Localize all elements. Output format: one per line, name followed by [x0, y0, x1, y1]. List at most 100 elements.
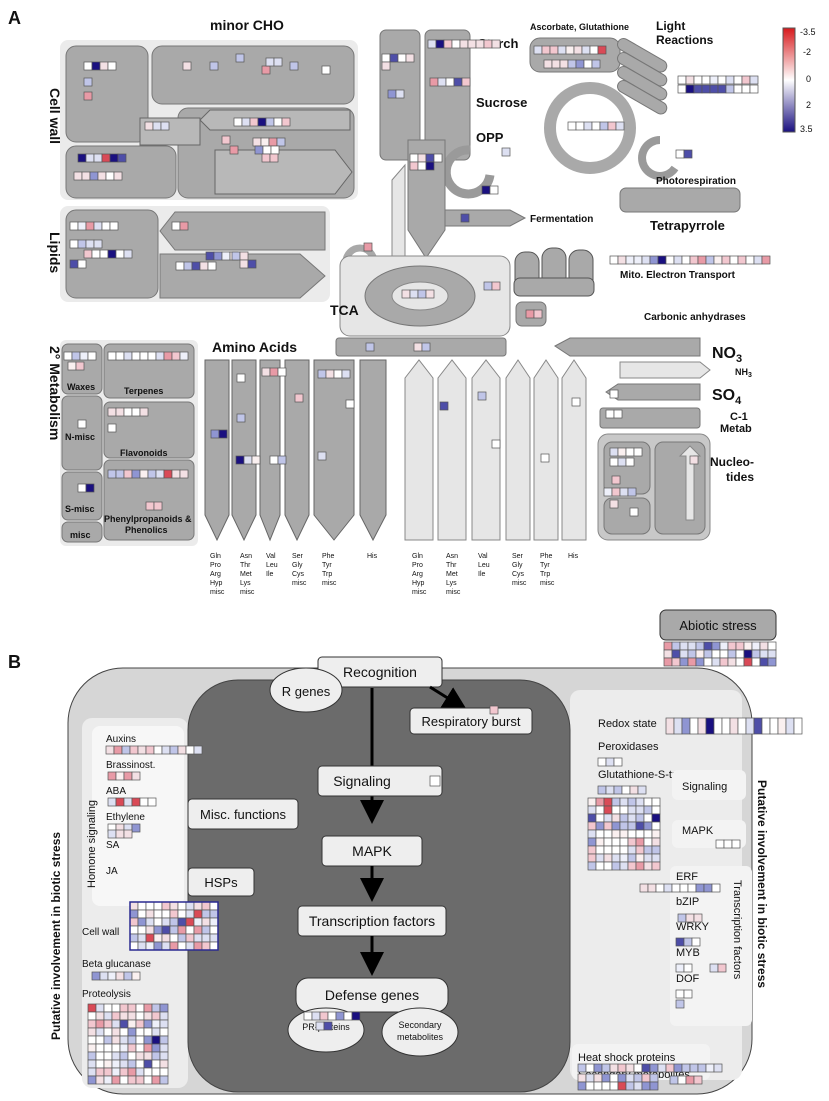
gene-cell [679, 649, 689, 659]
gene-cell [703, 649, 713, 659]
gene-cell [153, 909, 163, 919]
aa-tick-label: Pro [412, 562, 423, 569]
gene-cell [737, 717, 747, 735]
gene-cell [629, 785, 639, 795]
respiratory-burst-label: Respiratory burst [422, 714, 521, 729]
gene-cell [619, 837, 629, 847]
aa-column-dark [284, 359, 310, 542]
gene-cell [587, 829, 597, 839]
gene-cell [151, 1067, 161, 1077]
gene-cell [177, 925, 187, 935]
gene-cell [87, 1027, 97, 1037]
gene-cell [115, 797, 125, 807]
secondary-label-2: metabolites [397, 1032, 444, 1042]
gene-cell [265, 57, 275, 67]
gene-cell [251, 455, 261, 465]
gene-cell [177, 933, 187, 943]
gene-cell [703, 657, 713, 667]
gene-cell [649, 1063, 659, 1073]
gene-cell [101, 221, 111, 231]
gene-cell [87, 1067, 97, 1077]
gene-cell [489, 705, 499, 715]
gene-cell [401, 289, 411, 299]
gene-cell [144, 121, 154, 131]
gene-cell [611, 797, 621, 807]
gene-cell [183, 261, 193, 271]
gene-cell [261, 65, 271, 75]
gene-cell [731, 839, 741, 849]
gene-cell [335, 1011, 345, 1021]
gene-cell [93, 221, 103, 231]
gene-cell [111, 1067, 121, 1077]
gene-cell [115, 971, 125, 981]
gene-cell [127, 1019, 137, 1029]
gene-cell [593, 1063, 603, 1073]
gene-cell [595, 805, 605, 815]
aa-column-labels: GlnProArgHypmiscAsnThrMetLysmiscValLeuIl… [210, 553, 579, 596]
aa-tick-label: Trp [540, 571, 550, 578]
gene-cell [695, 657, 705, 667]
aa-column-light [437, 359, 467, 541]
gene-cell [735, 641, 745, 651]
gene-cell [413, 342, 423, 352]
gene-cell [135, 1075, 145, 1085]
gene-cell [753, 717, 763, 735]
gene-cell [270, 145, 280, 155]
gene-cell [743, 649, 753, 659]
gene-cell [683, 149, 693, 159]
aa-tick-label: Cys [292, 571, 305, 578]
minor-cho-label: minor CHO [210, 17, 284, 33]
gene-cell [273, 57, 283, 67]
gene-cell [95, 1011, 105, 1021]
gene-cell [159, 1075, 169, 1085]
gene-cell [769, 717, 779, 735]
gene-cell [161, 909, 171, 919]
gene-cell [201, 901, 211, 911]
gene-cell [587, 821, 597, 831]
gene-cell [759, 657, 769, 667]
gene-cell [193, 745, 203, 755]
gene-cell [635, 861, 645, 871]
gene-cell [129, 745, 139, 755]
gene-cell [677, 84, 687, 94]
gene-cell [603, 813, 613, 823]
beta-glucanase-label: Beta glucanase [82, 959, 151, 970]
gene-cell [625, 255, 635, 265]
gene-cell [159, 1035, 169, 1045]
gene-cell [119, 1067, 129, 1077]
gene-cell [671, 883, 681, 893]
aa-tick-label: Gly [512, 562, 523, 569]
gene-cell [725, 75, 735, 85]
gene-cell [107, 423, 117, 433]
gene-cell [143, 1035, 153, 1045]
gene-cell [617, 1063, 627, 1073]
gene-cell [235, 455, 245, 465]
gene-cell [635, 813, 645, 823]
gene-cell [131, 823, 141, 833]
gene-cell [95, 1043, 105, 1053]
gene-cell [161, 917, 171, 927]
gene-cell [609, 1063, 619, 1073]
aa-column-light [533, 359, 559, 541]
gene-cell [611, 837, 621, 847]
gene-cell [587, 861, 597, 871]
gene-cell [127, 1003, 137, 1013]
gene-cell [697, 1063, 707, 1073]
gene-cell [218, 429, 228, 439]
gene-cell [741, 75, 751, 85]
gene-cell [147, 351, 157, 361]
gene-cell [111, 1027, 121, 1037]
gene-cell [633, 1073, 643, 1083]
gene-cell [193, 917, 203, 927]
gene-cell [252, 137, 262, 147]
gene-cell [179, 351, 189, 361]
secondary-ellipse [381, 1007, 459, 1057]
gene-cell [567, 59, 577, 69]
gene-cell [123, 469, 133, 479]
gene-cell [643, 821, 653, 831]
gene-cell [193, 925, 203, 935]
gene-cell [201, 917, 211, 927]
gene-cell [589, 45, 599, 55]
gene-cell [525, 309, 535, 319]
gene-cell [155, 351, 165, 361]
